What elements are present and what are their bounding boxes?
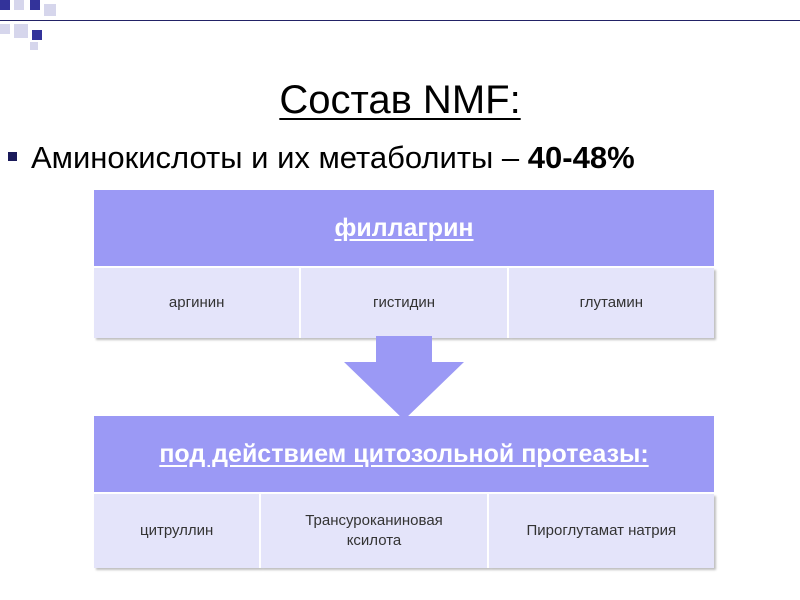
- cell-citrulline: цитруллин: [94, 494, 262, 568]
- protease-header: под действием цитозольной протеазы:: [94, 416, 714, 492]
- cell-urocanic-acid: Трансуроканиновая ксилота: [261, 494, 489, 568]
- bullet-item: Аминокислоты и их метаболиты – 40-48%: [8, 140, 635, 176]
- square-bullet-icon: [8, 152, 17, 162]
- header-divider-line: [0, 20, 800, 21]
- cell-arginine: аргинин: [94, 268, 302, 338]
- filaggrin-header-text: филлагрин: [334, 213, 474, 242]
- slide-title: Состав NMF:: [279, 78, 521, 122]
- filaggrin-row: аргинин гистидин глутамин: [94, 268, 714, 338]
- down-arrow-icon: [344, 336, 464, 420]
- bullet-highlight: 40-48%: [527, 140, 635, 175]
- cell-sodium-pyroglutamate: Пироглутамат натрия: [488, 494, 714, 568]
- bullet-text: Аминокислоты и их метаболиты –: [31, 140, 528, 175]
- cell-histidine: гистидин: [301, 268, 509, 338]
- filaggrin-panel: филлагрин аргинин гистидин глутамин: [94, 190, 714, 338]
- cell-glutamine: глутамин: [508, 268, 714, 338]
- protease-header-text: под действием цитозольной протеазы:: [159, 439, 649, 468]
- protease-row: цитруллин Трансуроканиновая ксилота Пиро…: [94, 494, 714, 568]
- protease-panel: под действием цитозольной протеазы: цитр…: [94, 416, 714, 568]
- filaggrin-header: филлагрин: [94, 190, 714, 266]
